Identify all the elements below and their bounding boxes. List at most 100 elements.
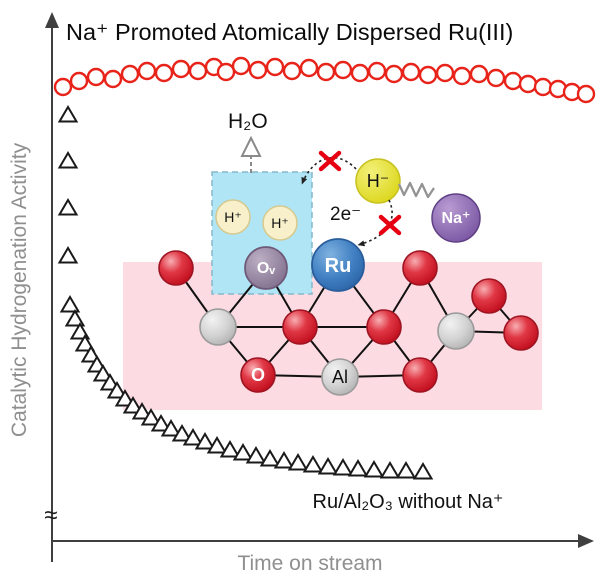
data-point-circle — [384, 64, 404, 84]
blocked-x-icon — [378, 214, 402, 236]
data-point-circle — [231, 56, 251, 76]
data-point-circle — [503, 71, 523, 91]
data-point-circle — [316, 62, 336, 82]
data-point-circle — [435, 63, 455, 83]
series-without-na-triangles — [57, 105, 434, 480]
data-point-triangle — [171, 424, 193, 442]
o-atom — [402, 250, 438, 286]
data-point-circle — [53, 77, 73, 97]
data-point-circle — [282, 61, 302, 81]
o-atom — [471, 278, 507, 314]
o-atom-label: O — [251, 365, 265, 385]
o-atom — [503, 315, 539, 351]
water-label: H₂O — [228, 110, 268, 133]
data-point-triangle — [64, 309, 86, 327]
o-atom — [240, 357, 276, 393]
o-atom — [282, 309, 318, 345]
data-point-circle — [299, 58, 319, 78]
x-axis-label: Time on stream — [237, 552, 382, 575]
figure-title: Na⁺ Promoted Atomically Dispersed Ru(III… — [66, 19, 513, 45]
data-point-circle — [452, 66, 472, 86]
series-na-promoted-circles — [53, 56, 596, 104]
o-atom — [366, 309, 402, 345]
data-point-circle — [154, 63, 174, 83]
sodium-ion — [431, 193, 481, 243]
oxygen-vacancy-atom-label: Oᵥ — [257, 260, 275, 277]
data-point-triangle — [363, 460, 385, 478]
electrons-label: 2e⁻ — [330, 204, 361, 225]
o-atom — [158, 250, 194, 286]
oxygen-vacancy-atom — [244, 246, 288, 290]
data-point-circle — [137, 61, 157, 81]
data-point-triangle — [412, 462, 434, 480]
data-point-triangle — [317, 457, 339, 475]
data-point-triangle — [150, 414, 172, 432]
o-atom — [402, 357, 438, 393]
data-point-triangle — [273, 451, 295, 469]
al-atom — [199, 308, 237, 346]
data-point-circle — [486, 68, 506, 88]
data-point-triangle — [302, 455, 324, 473]
ru-atom-label: Ru — [325, 255, 352, 277]
data-point-circle — [418, 65, 438, 85]
data-point-triangle — [74, 334, 96, 352]
hydride-ion — [355, 158, 401, 204]
data-point-triangle — [114, 389, 136, 407]
data-point-triangle — [232, 443, 254, 461]
data-point-triangle — [57, 198, 79, 216]
data-point-triangle — [80, 345, 102, 363]
data-point-triangle — [57, 105, 79, 123]
data-point-triangle — [206, 436, 228, 454]
data-point-triangle — [69, 322, 91, 340]
data-point-circle — [188, 61, 208, 81]
data-point-circle — [248, 60, 268, 80]
data-point-triangle — [122, 396, 144, 414]
al-atom — [437, 312, 475, 350]
data-point-triangle — [332, 458, 354, 476]
data-point-triangle — [160, 419, 182, 437]
data-point-triangle — [395, 461, 417, 479]
lattice-atoms: Oᵥ RuO Al H⁺ H⁺ H⁻ Na⁺ — [158, 158, 539, 396]
data-point-triangle — [92, 364, 114, 382]
ru-atom — [311, 238, 365, 292]
y-axis-arrowhead-icon — [45, 12, 59, 28]
data-point-triangle — [347, 459, 369, 477]
blocked-x-icon — [318, 150, 342, 172]
data-point-circle — [401, 62, 421, 82]
data-point-triangle — [106, 381, 128, 399]
data-point-circle — [86, 67, 106, 87]
data-point-triangle — [219, 440, 241, 458]
axis-break-symbol: ≈ — [44, 502, 57, 529]
data-point-circle — [518, 74, 538, 94]
proton-ion-label: H⁺ — [224, 209, 242, 225]
data-point-triangle — [140, 408, 162, 426]
data-point-triangle — [245, 446, 267, 464]
al-atom-label: Al — [332, 367, 348, 387]
data-point-circle — [103, 69, 123, 89]
proton-ion — [262, 205, 298, 241]
data-point-circle — [120, 64, 140, 84]
water-release-arrow-icon — [240, 135, 262, 173]
data-point-triangle — [131, 402, 153, 420]
data-point-circle — [171, 59, 191, 79]
sodium-ion-label: Na⁺ — [442, 210, 471, 227]
x-axis-arrowhead-icon — [578, 534, 594, 548]
triangle-series-label: Ru/Al₂O₃ without Na⁺ — [313, 491, 504, 513]
proton-ion — [215, 199, 251, 235]
data-point-triangle — [287, 453, 309, 471]
data-point-triangle — [59, 295, 81, 313]
data-point-triangle — [259, 449, 281, 467]
data-point-triangle — [194, 432, 216, 450]
hydride-ion-label: H⁻ — [367, 171, 390, 191]
proton-ion-label: H⁺ — [271, 215, 289, 231]
interaction-spring-icon — [397, 181, 435, 199]
data-point-circle — [265, 57, 285, 77]
data-point-circle — [469, 64, 489, 84]
data-point-circle — [576, 84, 596, 104]
data-point-triangle — [57, 151, 79, 169]
data-point-triangle — [182, 428, 204, 446]
data-point-circle — [533, 77, 553, 97]
data-point-circle — [350, 63, 370, 83]
